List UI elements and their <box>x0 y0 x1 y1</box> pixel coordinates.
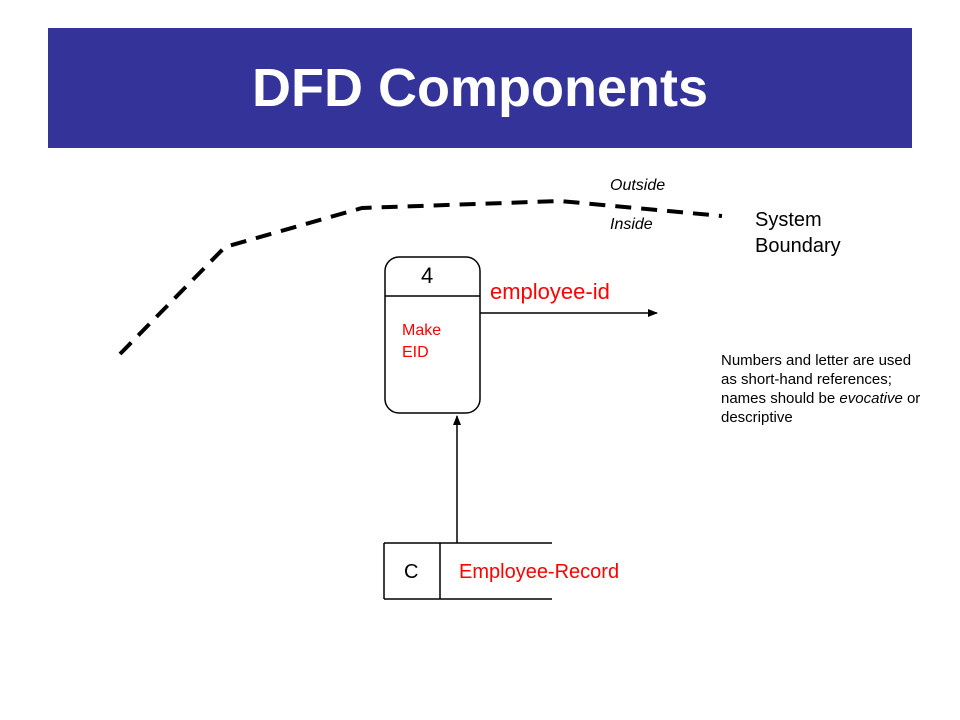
note-emphasis: evocative <box>839 390 903 407</box>
note-text-1: Numbers and letter are used as short-han… <box>721 352 912 407</box>
process-name-line2: EID <box>402 344 429 361</box>
process-name-line1: Make <box>402 322 442 339</box>
data-store-name: Employee-Record <box>459 561 620 583</box>
flow-label: employee-id <box>490 279 610 304</box>
process-name: Make EID <box>402 320 441 364</box>
system-boundary-label: System Boundary <box>755 207 841 259</box>
process-number: 4 <box>421 263 434 288</box>
inside-label: Inside <box>610 216 653 233</box>
system-boundary-label-line2: Boundary <box>755 235 841 257</box>
data-store-shape <box>383 542 552 600</box>
system-boundary-line <box>118 198 723 356</box>
outside-label: Outside <box>610 177 666 194</box>
slide-title: DFD Components <box>252 58 708 118</box>
title-banner: DFD Components <box>48 28 912 148</box>
naming-note: Numbers and letter are used as short-han… <box>721 351 931 427</box>
system-boundary-label-line1: System <box>755 209 822 231</box>
note-text-2: or descriptive <box>721 390 921 426</box>
data-store-id: C <box>404 561 419 583</box>
